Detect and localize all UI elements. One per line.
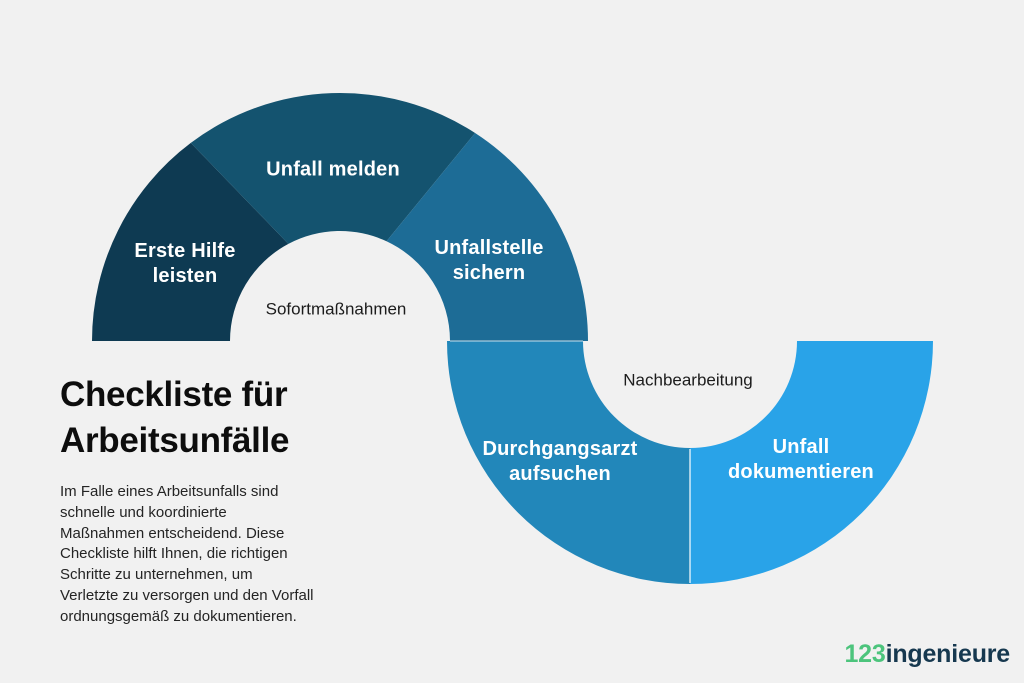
arc-segment-unfall-dokumentieren bbox=[690, 341, 933, 584]
page-description: Im Falle eines Arbeitsunfalls sind schne… bbox=[60, 483, 314, 625]
phase-label-sofortmassnahmen: Sofortmaßnahmen bbox=[265, 299, 407, 319]
page-title: Checkliste für Arbeitsunfälle bbox=[60, 375, 290, 460]
step-label-unfall-dokumentieren: Unfall dokumentieren bbox=[728, 436, 874, 483]
brand-logo-name: ingenieure bbox=[885, 640, 1011, 668]
phase-label-nachbearbeitung: Nachbearbeitung bbox=[623, 370, 753, 390]
brand-logo-prefix: 123 bbox=[844, 640, 886, 668]
step-label-unfallstelle-sichern: Unfallstelle sichern bbox=[434, 237, 544, 284]
arc-segment-unfallstelle-sichern bbox=[386, 133, 588, 341]
arc-segment-durchgangsarzt bbox=[447, 341, 690, 584]
step-label-unfall-melden: Unfall melden bbox=[266, 158, 400, 181]
arc-segment-unfall-melden bbox=[190, 92, 476, 244]
step-label-durchgangsarzt: Durchgangsarzt aufsuchen bbox=[482, 438, 638, 485]
step-label-erste-hilfe: Erste Hilfe leisten bbox=[134, 240, 236, 287]
arc-segment-erste-hilfe bbox=[91, 142, 289, 341]
brand-logo: 123ingenieure bbox=[844, 640, 1010, 669]
